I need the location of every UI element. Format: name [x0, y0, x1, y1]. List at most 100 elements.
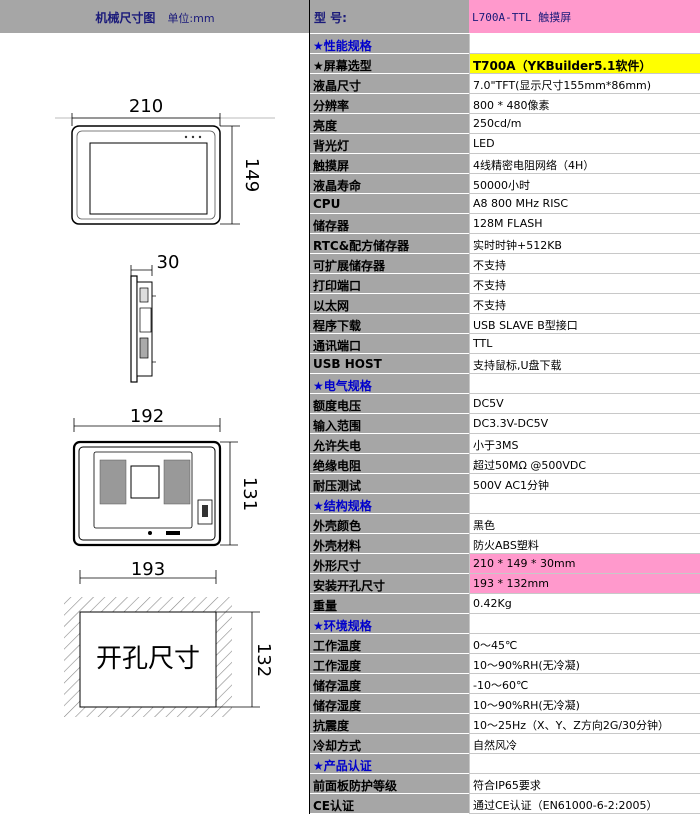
spec-value: 不支持: [473, 299, 506, 312]
spec-name-cell: CE认证: [310, 794, 469, 814]
spec-value: DC5V: [473, 397, 504, 410]
spec-value-cell: 10～90%RH(无冷凝): [469, 654, 700, 674]
spec-section-row: ★环境规格: [310, 614, 700, 634]
spec-value-cell: 符合IP65要求: [469, 774, 700, 794]
spec-value-cell: 10～90%RH(无冷凝): [469, 694, 700, 714]
spec-name: 可扩展储存器: [313, 259, 386, 273]
drawing-title: 机械尺寸图: [95, 11, 156, 25]
spec-section-row: ★结构规格: [310, 494, 700, 514]
spec-name: 绝缘电阻: [313, 459, 362, 473]
front-height-label: 149: [241, 158, 262, 192]
cutout-width-label: 193: [131, 559, 165, 580]
spec-value-cell: 250cd/m: [469, 114, 700, 134]
spec-name-cell: ★电气规格: [310, 374, 469, 394]
spec-name-cell: 程序下载: [310, 314, 469, 334]
spec-value-cell: 不支持: [469, 274, 700, 294]
spec-name: CE认证: [313, 799, 355, 813]
spec-name-cell: 绝缘电阻: [310, 454, 469, 474]
model-label-cell: 型 号:: [310, 0, 469, 33]
spec-row: 冷却方式自然风冷: [310, 734, 700, 754]
spec-value: 4线精密电阻网络（4H）: [473, 159, 595, 172]
spec-value-cell: 800 * 480像素: [469, 94, 700, 114]
spec-name: 打印端口: [313, 279, 362, 293]
spec-name: 允许失电: [313, 439, 362, 453]
spec-value: 10～90%RH(无冷凝): [473, 659, 580, 672]
spec-value-cell: [469, 494, 700, 514]
spec-name: ★环境规格: [313, 619, 372, 633]
drawing-header: 机械尺寸图单位:mm: [0, 0, 310, 33]
spec-value: 自然风冷: [473, 739, 517, 752]
spec-value-cell: 不支持: [469, 294, 700, 314]
spec-value-cell: [469, 754, 700, 774]
spec-name-cell: 冷却方式: [310, 734, 469, 754]
spec-name-cell: 储存温度: [310, 674, 469, 694]
spec-value-cell: 128M FLASH: [469, 214, 700, 234]
spec-value: 黑色: [473, 519, 495, 532]
spec-name-cell: ★性能规格: [310, 34, 469, 54]
spec-name-cell: 触摸屏: [310, 154, 469, 174]
spec-name: 外形尺寸: [313, 559, 362, 573]
front-view-drawing: 210 149: [55, 96, 275, 225]
spec-value: 128M FLASH: [473, 217, 543, 230]
spec-value: 符合IP65要求: [473, 779, 541, 792]
spec-name: 输入范围: [313, 419, 362, 433]
spec-name: 外壳颜色: [313, 519, 362, 533]
spec-name: USB HOST: [313, 357, 382, 371]
spec-value: 小于3MS: [473, 439, 519, 452]
spec-name-cell: 以太网: [310, 294, 469, 314]
spec-value: 0～45℃: [473, 639, 518, 652]
spec-name: 分辨率: [313, 99, 350, 113]
spec-value-cell: DC3.3V-DC5V: [469, 414, 700, 434]
spec-value: DC3.3V-DC5V: [473, 417, 549, 430]
spec-name: ★性能规格: [313, 39, 372, 53]
spec-name-cell: 打印端口: [310, 274, 469, 294]
spec-name-cell: 外壳颜色: [310, 514, 469, 534]
spec-name: 通讯端口: [313, 339, 362, 353]
spec-name: ★屏幕选型: [313, 59, 372, 73]
back-view-drawing: 192 131: [72, 406, 260, 547]
spec-row: 外形尺寸 210 * 149 * 30mm: [310, 554, 700, 574]
spec-name: 以太网: [313, 299, 350, 313]
spec-value-cell: 超过50MΩ @500VDC: [469, 454, 700, 474]
spec-value: 不支持: [473, 259, 506, 272]
spec-name: 程序下载: [313, 319, 362, 333]
spec-name: 外壳材料: [313, 539, 362, 553]
spec-name-cell: 液晶寿命: [310, 174, 469, 194]
spec-name: 重量: [313, 599, 338, 613]
spec-name-cell: ★屏幕选型: [310, 54, 469, 74]
drawings-canvas: 210 149 30: [55, 96, 275, 717]
spec-value: 250cd/m: [473, 117, 522, 130]
spec-section-row: ★产品认证: [310, 754, 700, 774]
spec-value: 10～25Hz（X、Y、Z方向2G/30分钟）: [473, 719, 670, 732]
spec-row: CE认证通过CE认证（EN61000-6-2:2005）: [310, 794, 700, 814]
spec-value-cell: [469, 374, 700, 394]
spec-row: 允许失电 小于3MS: [310, 434, 700, 454]
spec-name: 安装开孔尺寸: [313, 579, 386, 593]
model-value: L700A-TTL 触摸屏: [472, 11, 572, 24]
spec-value-cell: 不支持: [469, 254, 700, 274]
spec-row: 可扩展储存器 不支持: [310, 254, 700, 274]
spec-value: 50000小时: [473, 179, 530, 192]
spec-value: LED: [473, 137, 495, 150]
cutout-drawing: 193 开孔尺寸 132: [64, 559, 274, 717]
front-width-label: 210: [129, 96, 163, 117]
spec-name-cell: 额度电压: [310, 394, 469, 414]
spec-row: 外壳材料 防火ABS塑料: [310, 534, 700, 554]
spec-value-cell: [469, 614, 700, 634]
spec-name-cell: 输入范围: [310, 414, 469, 434]
spec-section-row: ★性能规格: [310, 34, 700, 54]
spec-value-cell: 210 * 149 * 30mm: [469, 554, 700, 574]
spec-value: 实时时钟+512KB: [473, 239, 562, 252]
spec-name-cell: 分辨率: [310, 94, 469, 114]
spec-value-cell: 防火ABS塑料: [469, 534, 700, 554]
cutout-height-label: 132: [253, 643, 274, 677]
spec-name: 前面板防护等级: [313, 779, 398, 793]
